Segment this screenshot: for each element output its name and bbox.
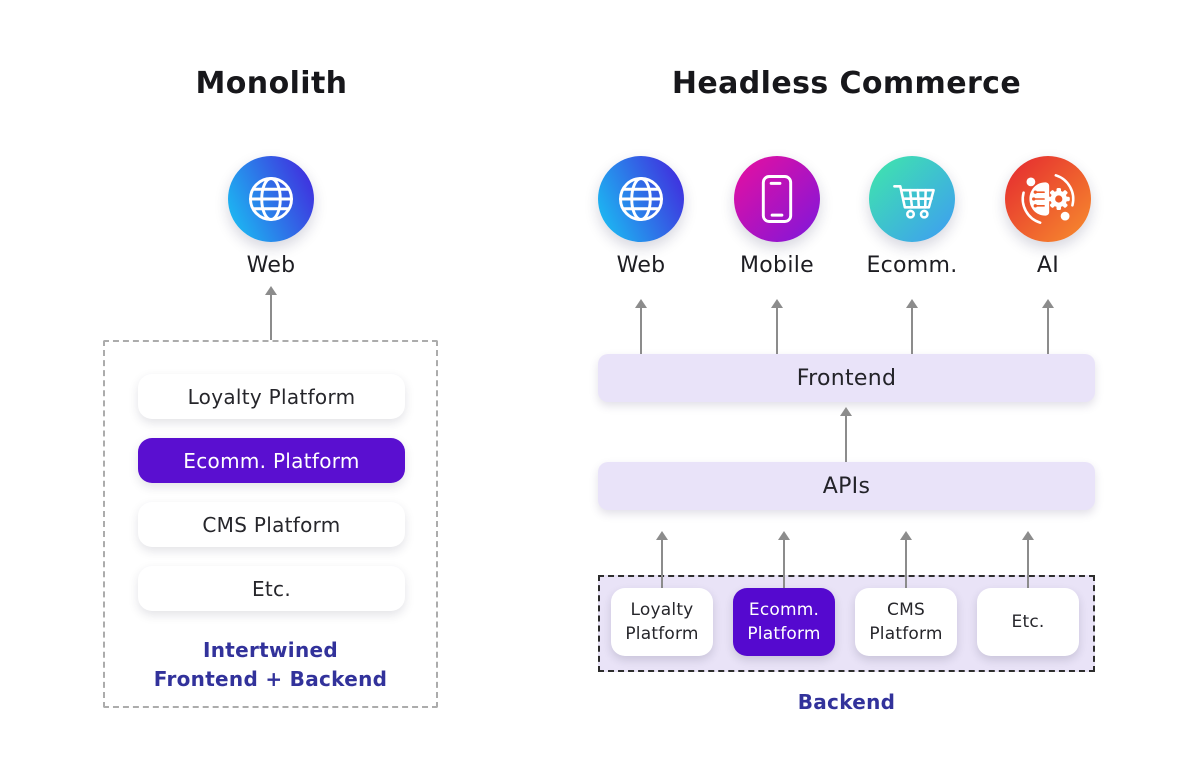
arrow-up-web: [634, 299, 648, 354]
smartphone-icon: [734, 156, 820, 242]
arrow-up-loyalty: [655, 531, 669, 588]
service-card-cms: CMS Platform: [855, 588, 957, 656]
caption-line1: Intertwined: [203, 638, 338, 662]
arrow-up-ai: [1041, 299, 1055, 354]
apis-bar: APIs: [598, 462, 1095, 510]
service-card-ecomm: Ecomm. Platform: [733, 588, 835, 656]
caption-line2: Frontend + Backend: [153, 667, 388, 691]
stack-card-loyalty: Loyalty Platform: [138, 374, 405, 419]
service-card-etc: Etc.: [977, 588, 1079, 656]
monolith-dashed-box: [103, 340, 438, 708]
arrow-up-etc: [1021, 531, 1035, 588]
globe-icon: [598, 156, 684, 242]
service-line2: Platform: [747, 624, 821, 644]
backend-label: Backend: [797, 690, 896, 714]
arrow-up-ecomm-platform: [777, 531, 791, 588]
monolith-caption: Intertwined Frontend + Backend: [103, 636, 438, 694]
channel-label: Ecomm.: [866, 253, 958, 278]
service-line1: CMS: [887, 600, 925, 620]
stack-card-ecomm: Ecomm. Platform: [138, 438, 405, 483]
headless-ecomm-channel: Ecomm.: [844, 156, 980, 278]
ai-brain-gear-icon: [1005, 156, 1091, 242]
channel-label: Web: [246, 253, 296, 278]
monolith-web-channel: Web: [203, 156, 339, 278]
shopping-cart-icon: [869, 156, 955, 242]
channel-label: Mobile: [740, 253, 814, 278]
globe-icon: [228, 156, 314, 242]
service-line1: Etc.: [1011, 612, 1045, 632]
service-line1: Ecomm.: [748, 600, 820, 620]
headless-ai-channel: AI: [980, 156, 1116, 278]
arrow-up-mobile: [770, 299, 784, 354]
headless-mobile-channel: Mobile: [709, 156, 845, 278]
headless-title: Headless Commerce: [671, 66, 1022, 101]
service-card-loyalty: Loyalty Platform: [611, 588, 713, 656]
service-line2: Platform: [625, 624, 699, 644]
channel-label: Web: [616, 253, 666, 278]
arrow-up-ecomm: [905, 299, 919, 354]
arrow-up-monolith: [264, 286, 278, 340]
channel-label: AI: [1036, 253, 1060, 278]
service-line1: Loyalty: [630, 600, 694, 620]
headless-web-channel: Web: [573, 156, 709, 278]
frontend-bar: Frontend: [598, 354, 1095, 402]
stack-card-cms: CMS Platform: [138, 502, 405, 547]
stack-card-etc: Etc.: [138, 566, 405, 611]
arrow-up-apis: [839, 407, 853, 462]
arrow-up-cms: [899, 531, 913, 588]
monolith-title: Monolith: [195, 66, 348, 101]
service-line2: Platform: [869, 624, 943, 644]
